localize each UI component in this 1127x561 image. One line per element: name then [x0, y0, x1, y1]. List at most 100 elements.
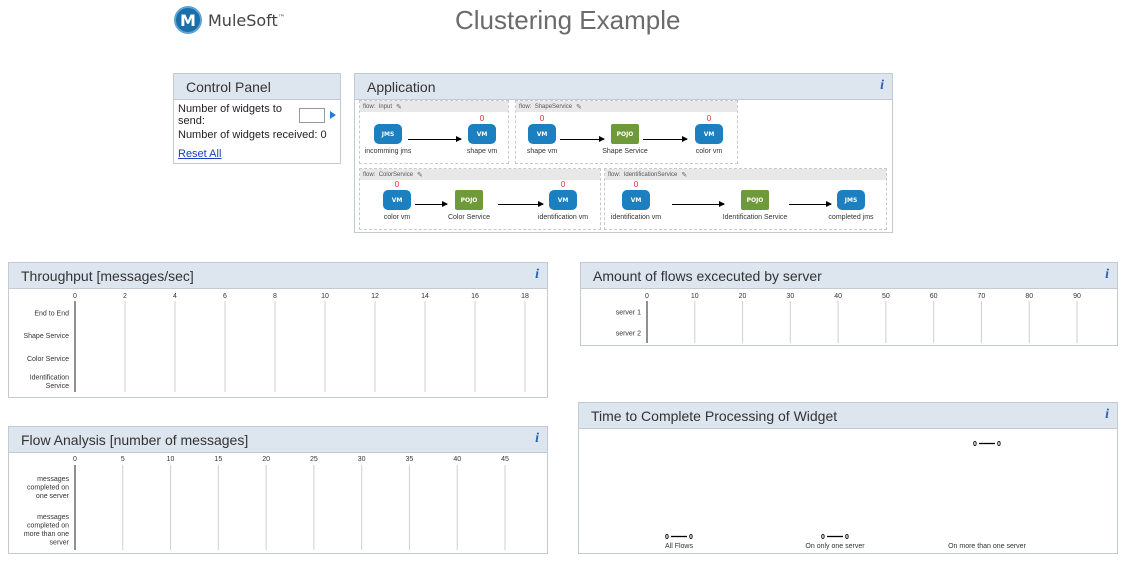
- vm-icon: VM: [383, 190, 411, 210]
- endpoint-node[interactable]: 0 VM identification vm: [610, 180, 662, 221]
- info-icon[interactable]: i: [535, 267, 539, 282]
- x-tick-label: 70: [978, 293, 986, 300]
- edit-icon[interactable]: ✎: [576, 103, 582, 111]
- vm-icon: VM: [622, 190, 650, 210]
- application-title: Application: [367, 78, 436, 95]
- component-node[interactable]: POJO Color Service: [439, 180, 499, 221]
- flow-arrow: [560, 136, 605, 142]
- mulesoft-logo-icon: M: [174, 6, 202, 34]
- flow-arrow: [672, 201, 725, 207]
- flow-header: flow: ShapeService✎: [516, 101, 737, 112]
- endpoint-node[interactable]: JMS incomming jms: [358, 114, 418, 155]
- x-tick-label: 40: [453, 456, 461, 463]
- x-tick-label: 0: [73, 293, 77, 300]
- jms-icon: JMS: [837, 190, 865, 210]
- endpoint-node[interactable]: 0 VM identification vm: [537, 180, 589, 221]
- info-icon[interactable]: i: [535, 431, 539, 446]
- x-tick-label: 80: [1025, 293, 1033, 300]
- application-panel: Application i flow: Input✎ JMS incomming…: [354, 73, 893, 233]
- x-tick-label: 40: [834, 293, 842, 300]
- x-tick-label: 10: [691, 293, 699, 300]
- send-count-label: Number of widgets to send:: [178, 103, 282, 127]
- vm-icon: VM: [549, 190, 577, 210]
- control-panel-title: Control Panel: [186, 78, 271, 95]
- flow-header: flow: Input✎: [360, 101, 508, 112]
- component-node[interactable]: POJO Shape Service: [595, 114, 655, 155]
- throughput-header: Throughput [messages/sec] i: [9, 263, 547, 289]
- flow-identification-service: flow: IdentificationService✎ 0 VM identi…: [604, 168, 887, 230]
- endpoint-node[interactable]: JMS completed jms: [821, 180, 881, 221]
- chart-title: Time to Complete Processing of Widget: [591, 407, 838, 424]
- category-label: All Flows: [665, 543, 694, 550]
- flow-arrow: [498, 201, 544, 207]
- flow-header: flow: ColorService✎: [360, 169, 600, 180]
- endpoint-node[interactable]: 0 VM color vm: [695, 114, 723, 155]
- x-tick-label: 25: [310, 456, 318, 463]
- pojo-icon: POJO: [611, 124, 639, 144]
- category-label: server 2: [616, 331, 641, 338]
- info-icon[interactable]: i: [1105, 267, 1109, 282]
- x-tick-label: 10: [167, 456, 175, 463]
- min-value-label: 0: [821, 534, 825, 541]
- edit-icon[interactable]: ✎: [417, 171, 423, 179]
- x-tick-label: 30: [358, 456, 366, 463]
- category-label: End to End: [34, 310, 69, 317]
- x-tick-label: 10: [321, 293, 329, 300]
- x-tick-label: 20: [262, 456, 270, 463]
- min-value-label: 0: [665, 534, 669, 541]
- endpoint-node[interactable]: 0 VM color vm: [383, 180, 411, 221]
- x-tick-label: 16: [471, 293, 479, 300]
- send-count-input[interactable]: [299, 107, 325, 123]
- vm-icon: VM: [695, 124, 723, 144]
- x-tick-label: 15: [214, 456, 222, 463]
- info-icon[interactable]: i: [1105, 407, 1109, 422]
- x-tick-label: 8: [273, 293, 277, 300]
- endpoint-node[interactable]: 0 VM shape vm: [466, 114, 498, 155]
- flow-arrow: [643, 136, 688, 142]
- send-arrow-icon[interactable]: [330, 111, 336, 119]
- x-tick-label: 20: [739, 293, 747, 300]
- pojo-icon: POJO: [741, 190, 769, 210]
- flow-name: IdentificationService: [623, 171, 678, 178]
- x-tick-label: 30: [786, 293, 794, 300]
- component-node[interactable]: POJO Identification Service: [717, 180, 793, 221]
- edit-icon[interactable]: ✎: [396, 103, 402, 111]
- jms-icon: JMS: [374, 124, 402, 144]
- max-value-label: 0: [689, 534, 693, 541]
- x-tick-label: 0: [73, 456, 77, 463]
- max-value-label: 0: [997, 441, 1001, 448]
- min-value-label: 0: [973, 441, 977, 448]
- endpoint-node[interactable]: 0 VM shape vm: [526, 114, 558, 155]
- flow-arrow: [408, 136, 462, 142]
- x-tick-label: 18: [521, 293, 529, 300]
- edit-icon[interactable]: ✎: [681, 171, 688, 179]
- vm-icon: VM: [528, 124, 556, 144]
- x-tick-label: 12: [371, 293, 379, 300]
- flow-arrow: [415, 201, 448, 207]
- control-panel: Control Panel Number of widgets to send:…: [173, 73, 341, 164]
- x-tick-label: 90: [1073, 293, 1081, 300]
- x-tick-label: 35: [406, 456, 414, 463]
- time-to-complete-panel: Time to Complete Processing of Widget i …: [578, 402, 1118, 554]
- category-label: server 1: [616, 310, 641, 317]
- control-panel-header: Control Panel: [174, 74, 340, 100]
- info-icon[interactable]: i: [880, 78, 884, 93]
- page-title: Clustering Example: [455, 5, 681, 35]
- reset-all-link[interactable]: Reset All: [178, 148, 222, 160]
- x-tick-label: 2: [123, 293, 127, 300]
- x-tick-label: 5: [121, 456, 125, 463]
- flow-name: Input: [378, 103, 393, 110]
- received-count-label: Number of widgets received: 0: [178, 129, 327, 141]
- max-value-label: 0: [845, 534, 849, 541]
- category-label: On only one server: [805, 543, 865, 550]
- flow-header: flow: IdentificationService✎: [605, 169, 886, 180]
